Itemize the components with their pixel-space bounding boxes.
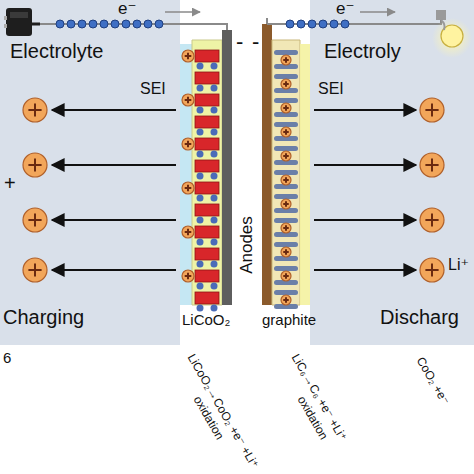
- region-text-holder: ElectrolyteCharging: [0, 0, 180, 345]
- process-label: Charging: [3, 306, 84, 328]
- electron-direction: [165, 11, 200, 13]
- terminal-sign: -: [252, 30, 259, 54]
- cathode-slab: [192, 40, 222, 305]
- anode-label: graphite: [262, 312, 316, 329]
- sei-layer: [300, 44, 310, 305]
- current-collector: [222, 30, 232, 305]
- sei-layer: [180, 44, 192, 305]
- electron-label: e⁻: [118, 0, 136, 19]
- graphite-slab: [272, 40, 300, 305]
- terminal-sign: -: [236, 30, 243, 54]
- electron-label: e⁻: [336, 0, 354, 19]
- region-heading: Electrolyte: [10, 40, 103, 62]
- current-collector: [262, 24, 272, 305]
- sei-label: SEI: [318, 80, 344, 98]
- electrode-crystals: [182, 50, 298, 312]
- electron-direction: [360, 11, 395, 13]
- reaction-equation: CoO₂ +e⁻: [414, 355, 452, 407]
- ion-label: Li⁺: [448, 256, 469, 274]
- region-text-holder: ElectrolyDischarg: [310, 0, 474, 345]
- partial-label: 6: [3, 350, 11, 367]
- region-heading: Electroly: [324, 40, 401, 62]
- cathode-label: LiCoO₂: [182, 312, 230, 329]
- sei-label: SEI: [140, 80, 166, 98]
- section-label: Anodes: [238, 216, 257, 274]
- ion-label: +: [4, 172, 16, 194]
- process-label: Discharg: [380, 306, 459, 328]
